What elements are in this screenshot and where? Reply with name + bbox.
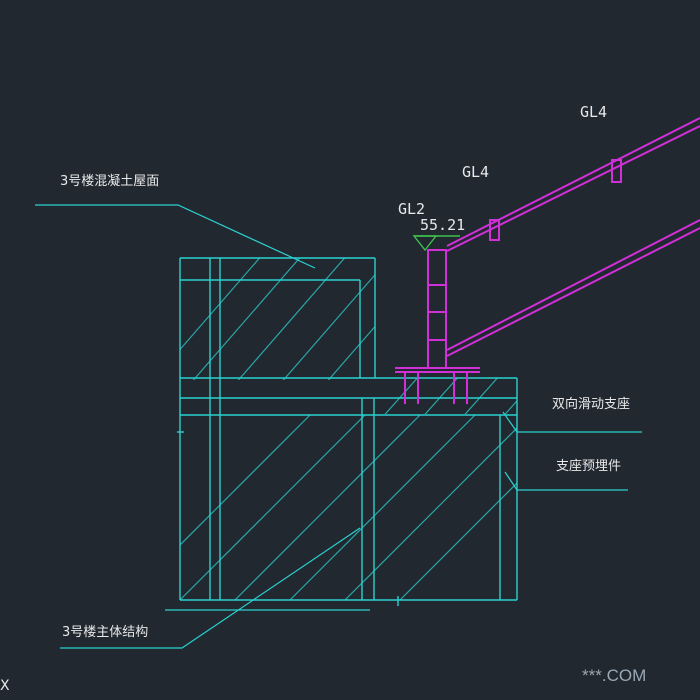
edge-glyph: X — [0, 678, 10, 694]
label-sliding-support: 双向滑动支座 — [552, 396, 630, 412]
member-tag-gl4-upper: GL4 — [580, 103, 607, 121]
watermark: ***.COM — [582, 666, 646, 685]
member-tag-gl2: GL2 — [398, 200, 425, 218]
member-tag-gl4-lower: GL4 — [462, 163, 489, 181]
leader-lines — [35, 204, 642, 649]
label-roof-surface: 3号楼混凝土屋面 — [60, 173, 159, 189]
elevation-value: 55.21 — [420, 216, 465, 234]
steel-members — [395, 117, 700, 404]
concrete-structure-outline — [177, 257, 518, 606]
elevation-marker: 55.21 — [412, 216, 465, 252]
label-embedded-part: 支座预埋件 — [556, 459, 621, 474]
label-main-structure: 3号楼主体结构 — [62, 625, 148, 640]
